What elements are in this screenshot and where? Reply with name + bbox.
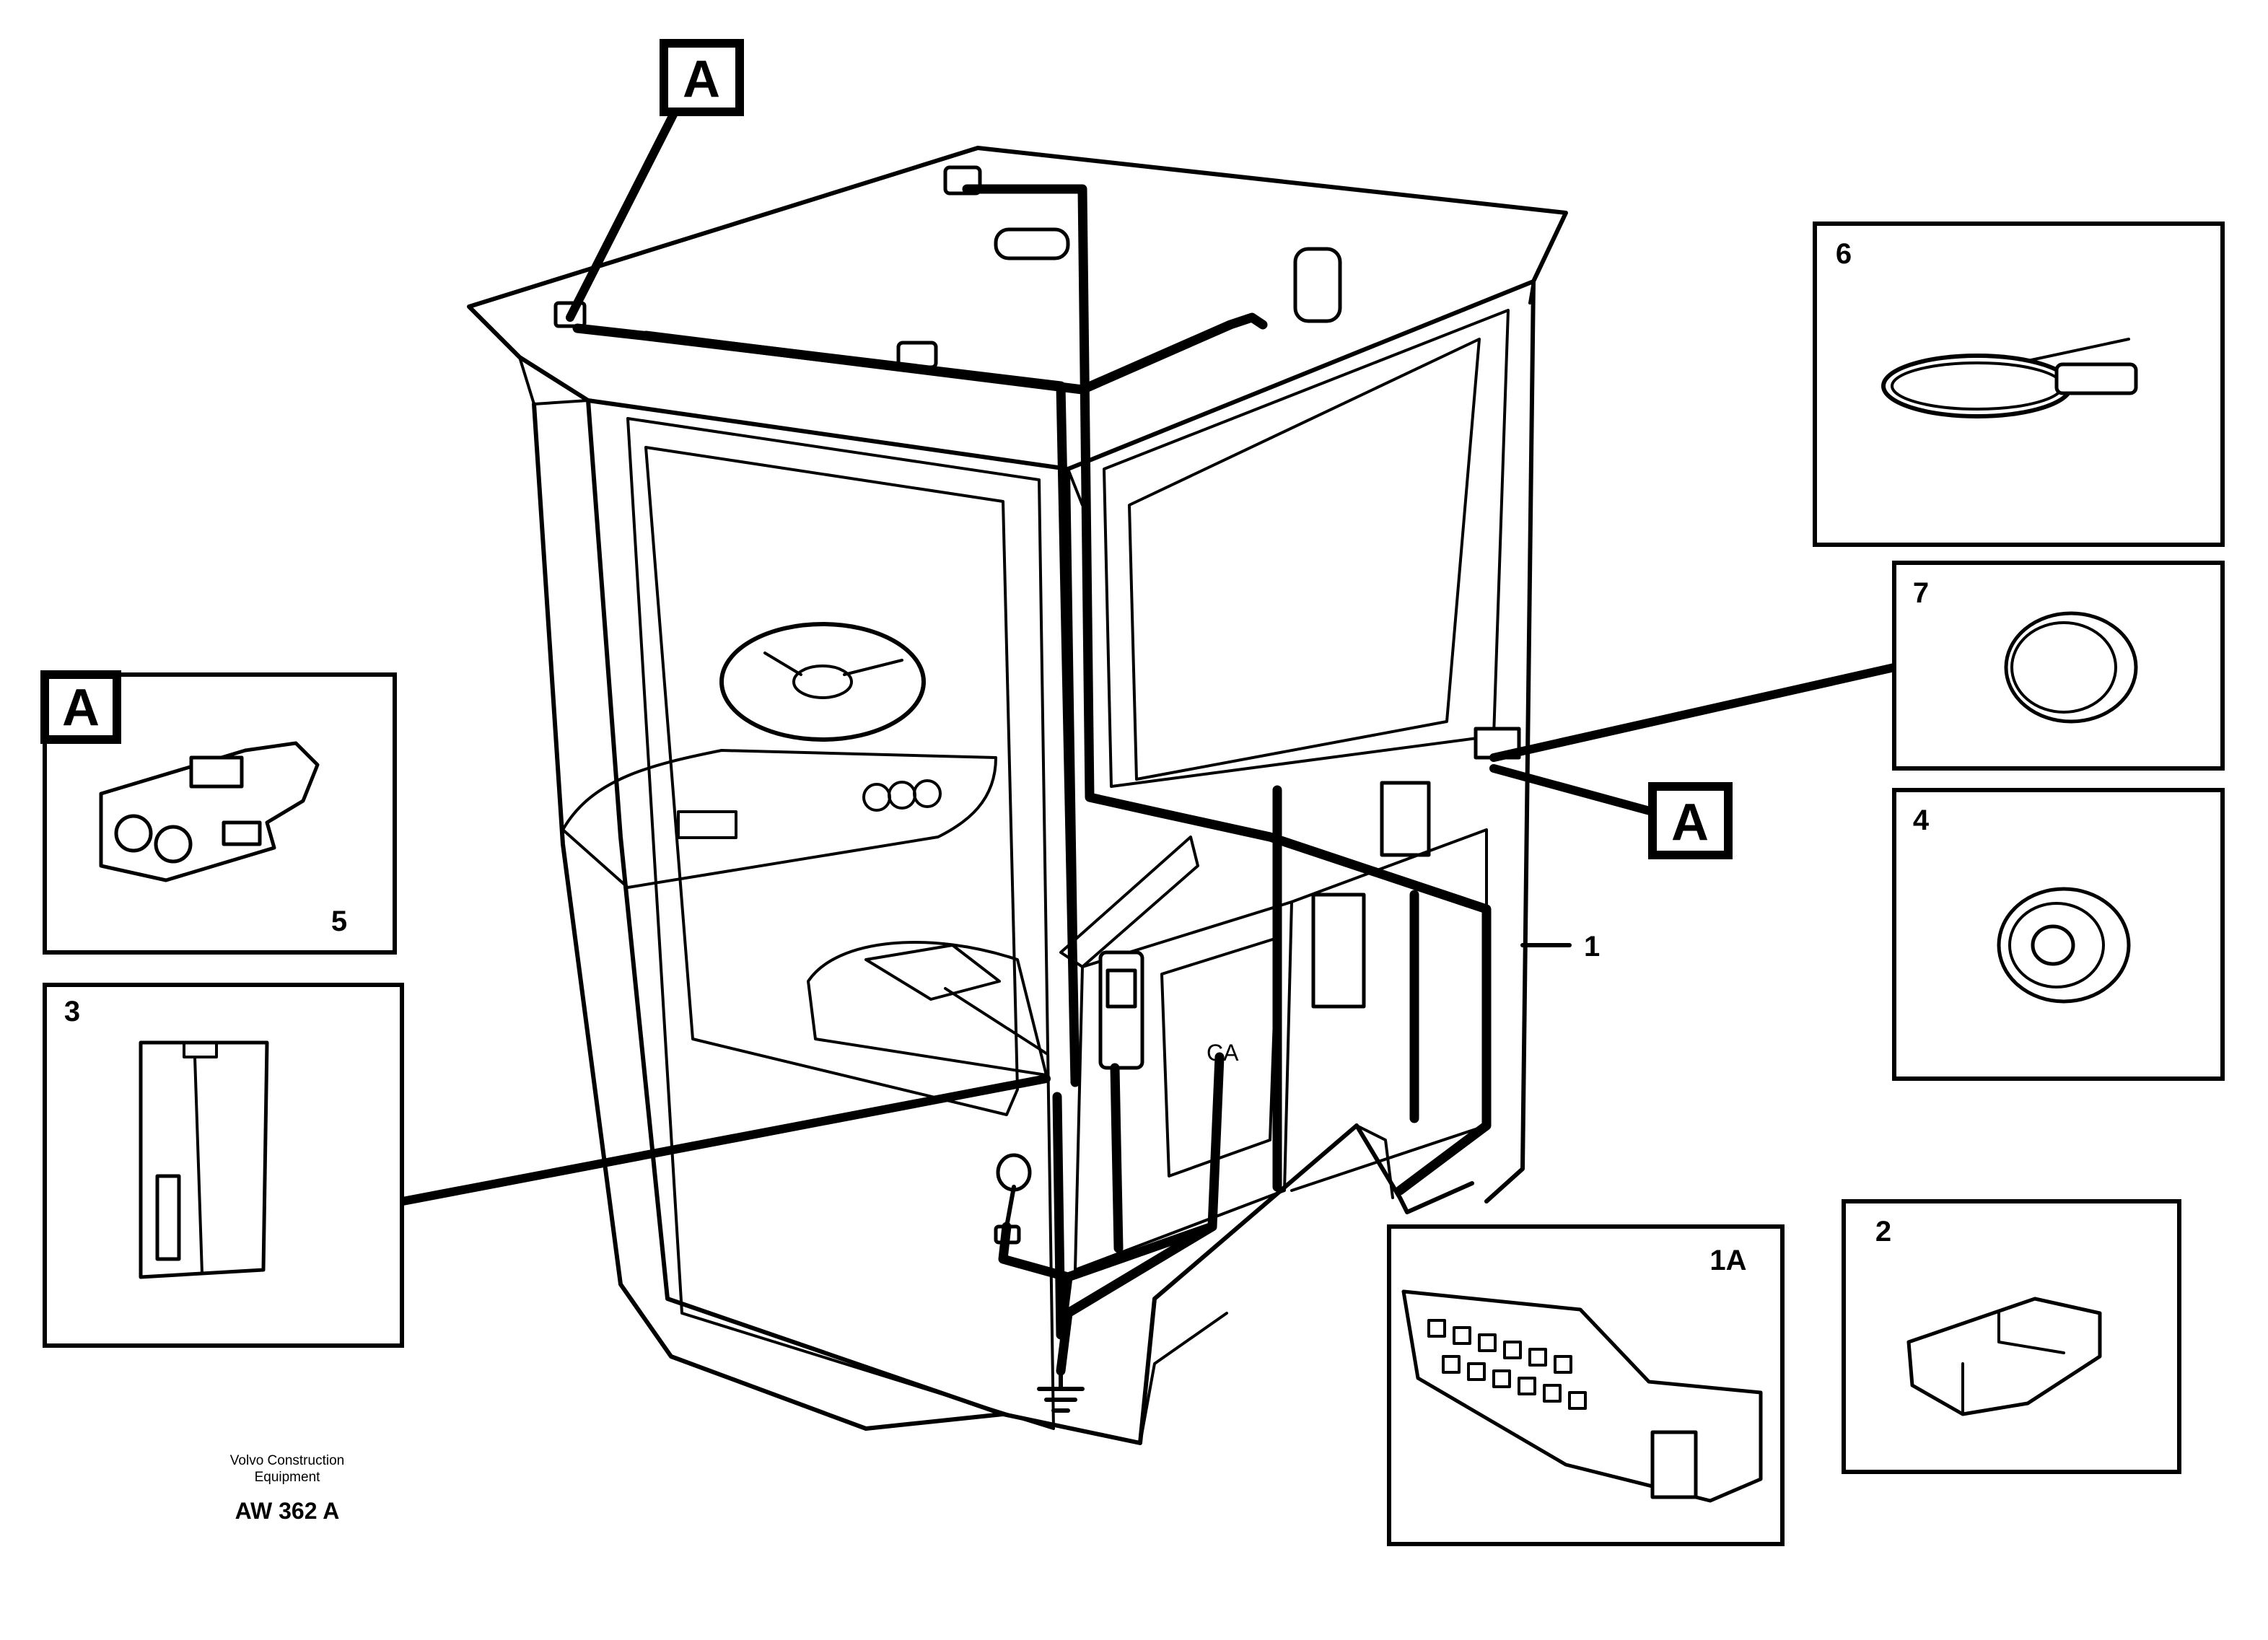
cab-left-wall [532, 402, 868, 1431]
label-3: 3 [64, 996, 80, 1027]
cab-right-post [1484, 279, 1536, 1203]
label-2: 2 [1875, 1216, 1891, 1247]
credit-line-2: Equipment [255, 1470, 321, 1485]
svg-text:A: A [62, 679, 100, 737]
label-6: 6 [1836, 238, 1852, 270]
detail-box-3: 3 [43, 983, 404, 1348]
cable-harness-1 [572, 184, 1492, 1413]
detail-box-2: 2 [1842, 1199, 2181, 1474]
detail-box-a-connector: A 5 [40, 670, 397, 955]
drawing-code: AW 362 A [235, 1498, 340, 1524]
svg-text:A: A [1671, 794, 1709, 851]
detail-box-1a: 1A [1387, 1224, 1785, 1546]
dashboard [561, 749, 997, 889]
label-1: 1 [1584, 931, 1600, 962]
steering-wheel [719, 622, 926, 742]
terminal-housing [1906, 1297, 2102, 1416]
panel-access-cover [1160, 937, 1279, 1178]
label-4: 4 [1913, 804, 1930, 836]
callout-tag-right: A [1648, 782, 1733, 859]
gear-lever [996, 1153, 1032, 1192]
label-ca: CA [1207, 1040, 1239, 1066]
cab-front-window [1128, 338, 1481, 781]
detail-box-4: 4 [1892, 788, 2225, 1081]
roof-edge [587, 399, 1084, 507]
detail-box-7: 7 [1892, 561, 2225, 771]
callout-tag-top: A [660, 39, 744, 116]
beacon-light [1293, 247, 1342, 323]
cab-left-window [644, 446, 1019, 1116]
label-1a: 1A [1709, 1245, 1746, 1276]
label-7: 7 [1913, 577, 1929, 609]
control-unit [1311, 893, 1366, 1009]
svg-text:A: A [683, 51, 720, 108]
cab-base [864, 1123, 1474, 1445]
credit-line-1: Volvo Construction [230, 1453, 344, 1468]
label-5: 5 [331, 905, 347, 937]
floor-mat [864, 944, 1001, 1001]
rear-panel [1059, 836, 1199, 968]
ground-symbol [1037, 1369, 1085, 1413]
leader-lines [268, 108, 1899, 1206]
detail-box-6: 6 [1813, 222, 2225, 547]
cab-left-door-frame [586, 398, 1005, 1416]
